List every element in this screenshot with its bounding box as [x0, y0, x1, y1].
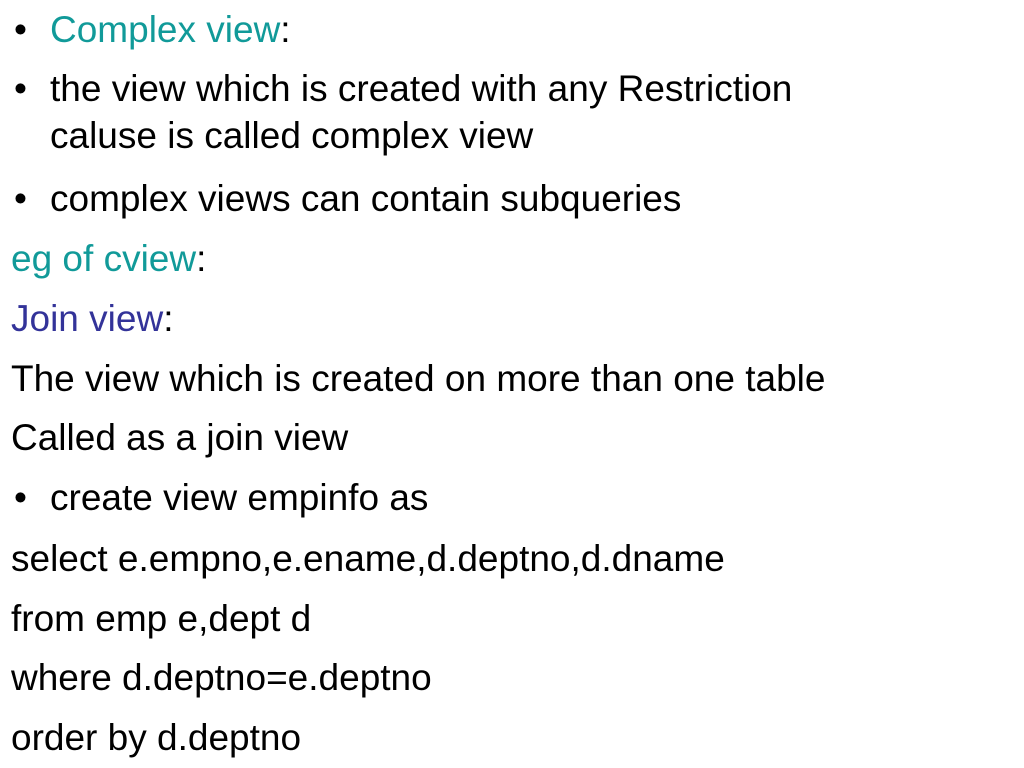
complex-view-item: • Complex view: — [14, 8, 291, 52]
sql-where-line: where d.deptno=e.deptno — [11, 657, 432, 698]
restriction-text-line-1: the view which is created with any Restr… — [50, 68, 793, 109]
sql-from-line: from emp e,dept d — [11, 598, 312, 639]
restriction-text-line-2: caluse is called complex view — [50, 115, 534, 156]
heading-colon: : — [196, 238, 207, 279]
bullet-icon: • — [14, 68, 27, 109]
heading-colon: : — [280, 9, 291, 50]
sql-create-text: create view empinfo as — [50, 477, 429, 518]
bullet-icon: • — [14, 9, 27, 50]
sql-order-line: order by d.deptno — [11, 717, 302, 758]
join-definition-line-2: Called as a join view — [11, 417, 349, 458]
subqueries-item: • complex views can contain subqueries — [14, 177, 681, 221]
join-view-heading-line: Join view: — [11, 297, 173, 341]
restriction-item: • the view which is created with any Rest… — [14, 67, 792, 111]
join-view-heading: Join view — [11, 298, 164, 339]
bullet-icon: • — [14, 477, 27, 518]
heading-colon: : — [163, 298, 174, 339]
sql-create-item: • create view empinfo as — [14, 476, 428, 520]
eg-heading-line: eg of cview: — [11, 237, 206, 281]
subqueries-text: complex views can contain subqueries — [50, 178, 682, 219]
sql-select-line: select e.empno,e.ename,d.deptno,d.dname — [11, 538, 725, 579]
bullet-icon: • — [14, 178, 27, 219]
join-definition-line-1: The view which is created on more than o… — [11, 358, 826, 399]
eg-heading: eg of cview — [11, 238, 197, 279]
complex-view-heading: Complex view — [50, 9, 281, 50]
